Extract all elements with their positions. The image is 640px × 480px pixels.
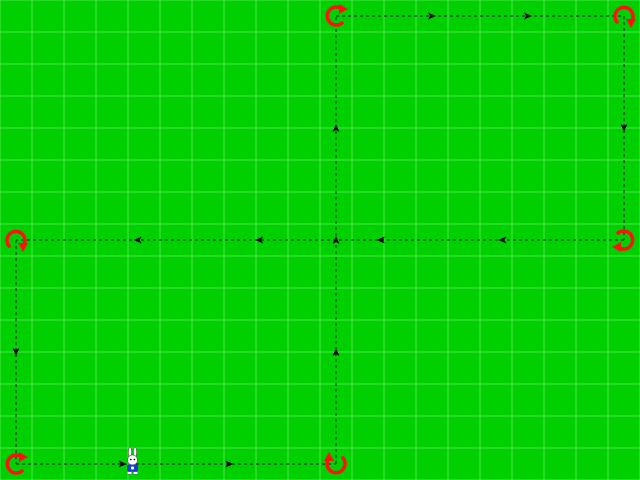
turn-markers — [5, 4, 636, 475]
path-arrow-icon — [118, 460, 127, 468]
path-arrow-icon — [524, 12, 532, 20]
bunny-head-icon — [127, 454, 138, 466]
path-arrow-icon — [332, 348, 340, 356]
bunny-foot-icon — [126, 471, 133, 475]
rotate-arrow-arc — [613, 5, 635, 24]
bunny-eye-icon — [133, 458, 136, 461]
bunny-icon[interactable] — [126, 446, 139, 475]
path-arrow-icon — [376, 236, 385, 244]
movement-path — [12, 12, 628, 468]
rotate-arrow-head — [339, 4, 348, 14]
rotate-arrow-icon — [324, 452, 347, 475]
path-arrow-icon — [620, 124, 628, 132]
bunny-eye-icon — [130, 458, 132, 461]
path-arrow-icon — [255, 236, 264, 244]
rotate-arrow-arc — [325, 456, 347, 475]
rotate-arrow-icon — [613, 5, 636, 28]
rotate-arrow-head — [612, 242, 621, 252]
path-arrow-icon — [133, 236, 142, 244]
rotate-arrow-head — [18, 243, 28, 252]
path-arrow-icon — [428, 12, 436, 20]
rotate-arrow-arc — [5, 453, 24, 475]
rotate-arrow-icon — [325, 4, 348, 27]
rotate-arrow-arc — [5, 229, 27, 248]
path-arrow-icon — [332, 124, 340, 132]
path-arrow-icon — [225, 460, 234, 468]
rotate-arrow-arc — [616, 229, 635, 251]
path-arrow-icon — [498, 236, 507, 244]
bunny-foot-icon — [132, 471, 139, 475]
rotate-arrow-arc — [325, 5, 344, 27]
player-character[interactable] — [126, 446, 139, 475]
rotate-arrow-head — [626, 19, 636, 28]
rotate-arrow-icon — [5, 229, 28, 252]
rotate-arrow-head — [19, 452, 28, 462]
rotate-arrow-head — [324, 452, 334, 461]
rotate-arrow-icon — [612, 229, 635, 252]
bunny-belly-icon — [130, 466, 135, 470]
rotate-arrow-icon — [5, 452, 28, 475]
path-arrow-icon — [12, 348, 20, 356]
